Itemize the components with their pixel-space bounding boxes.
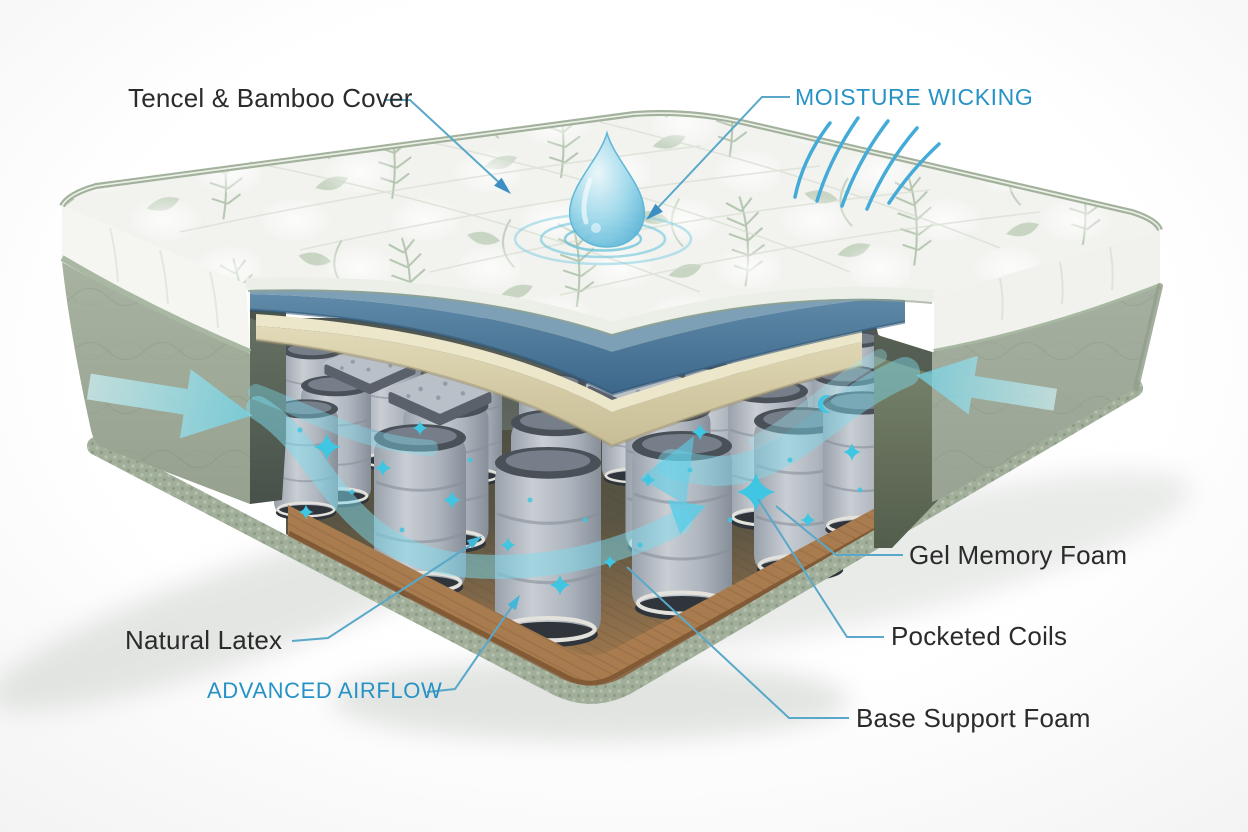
leader-gel-memory-foam — [775, 505, 903, 556]
airflow-swoosh-icon — [246, 349, 920, 579]
crescent-icon — [817, 395, 831, 413]
vapor-lines-icon — [793, 116, 941, 211]
leader-base-support-foam — [626, 566, 849, 719]
leader-pocketed-coils — [757, 498, 884, 638]
leader-tencel-cover — [384, 99, 506, 189]
label-base-support-foam: Base Support Foam — [856, 703, 1091, 733]
cover-cut-edge — [245, 277, 935, 335]
latex-foam-layer — [255, 314, 863, 448]
left-side-panel — [62, 262, 250, 504]
base-front-edge — [87, 379, 1143, 704]
label-pocketed-coils: Pocketed Coils — [891, 621, 1068, 651]
quilt-seams — [179, 121, 1041, 296]
leader-arrowheads — [466, 177, 663, 611]
sparkle-icon — [297, 395, 863, 596]
leader-advanced-airflow — [426, 601, 516, 693]
cutaway-faces — [250, 296, 940, 548]
label-moisture-wicking: MOISTURE WICKING — [795, 84, 1034, 110]
label-gel-memory-foam: Gel Memory Foam — [909, 540, 1128, 570]
water-droplet-icon — [568, 130, 646, 248]
label-tencel-bamboo-cover: Tencel & Bamboo Cover — [128, 83, 413, 113]
gel-foam-layer — [249, 280, 906, 396]
leader-moisture-wicking — [651, 96, 790, 215]
label-advanced-airflow: ADVANCED AIRFLOW — [207, 678, 443, 703]
label-natural-latex: Natural Latex — [125, 625, 283, 655]
leader-natural-latex — [291, 540, 478, 642]
leader-lines — [291, 96, 903, 719]
